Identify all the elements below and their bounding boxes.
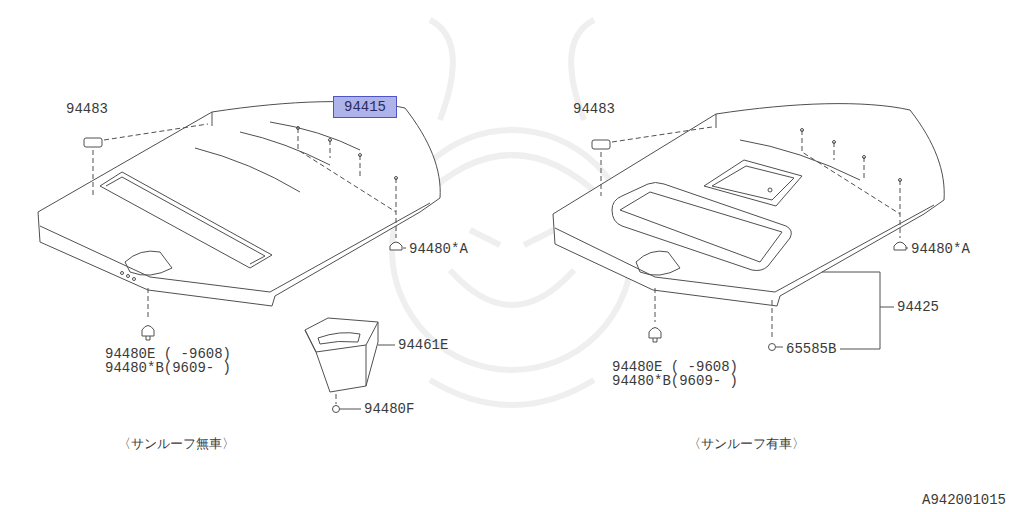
part-number: 94425 [897,300,939,314]
part-number: 94461E [398,338,448,352]
part-number: 94480*A [409,242,468,256]
part-number: 94483 [66,102,108,116]
part-number: 94480F [364,402,414,416]
part-number: 94480*B(9609- ) [105,361,231,375]
part-number: 94480E ( -9608) [105,347,231,361]
headliner-with-sunroof [553,104,944,351]
highlighted-part-number: 94415 [333,96,397,118]
diagram-id: A942001015 [922,493,1006,507]
part-number: 94415 [344,100,386,114]
part-number: 94480*B(9609- ) [612,374,738,388]
part-number: 94480E ( -9608) [612,360,738,374]
part-number: 94483 [573,102,615,116]
part-number: 65585B [786,342,836,356]
part-number: 94480*A [911,242,970,256]
variant-caption: 〈サンルーフ無車〉 [118,436,235,452]
variant-caption: 〈サンルーフ有車〉 [688,436,805,452]
headliner-no-sunroof [38,102,440,413]
